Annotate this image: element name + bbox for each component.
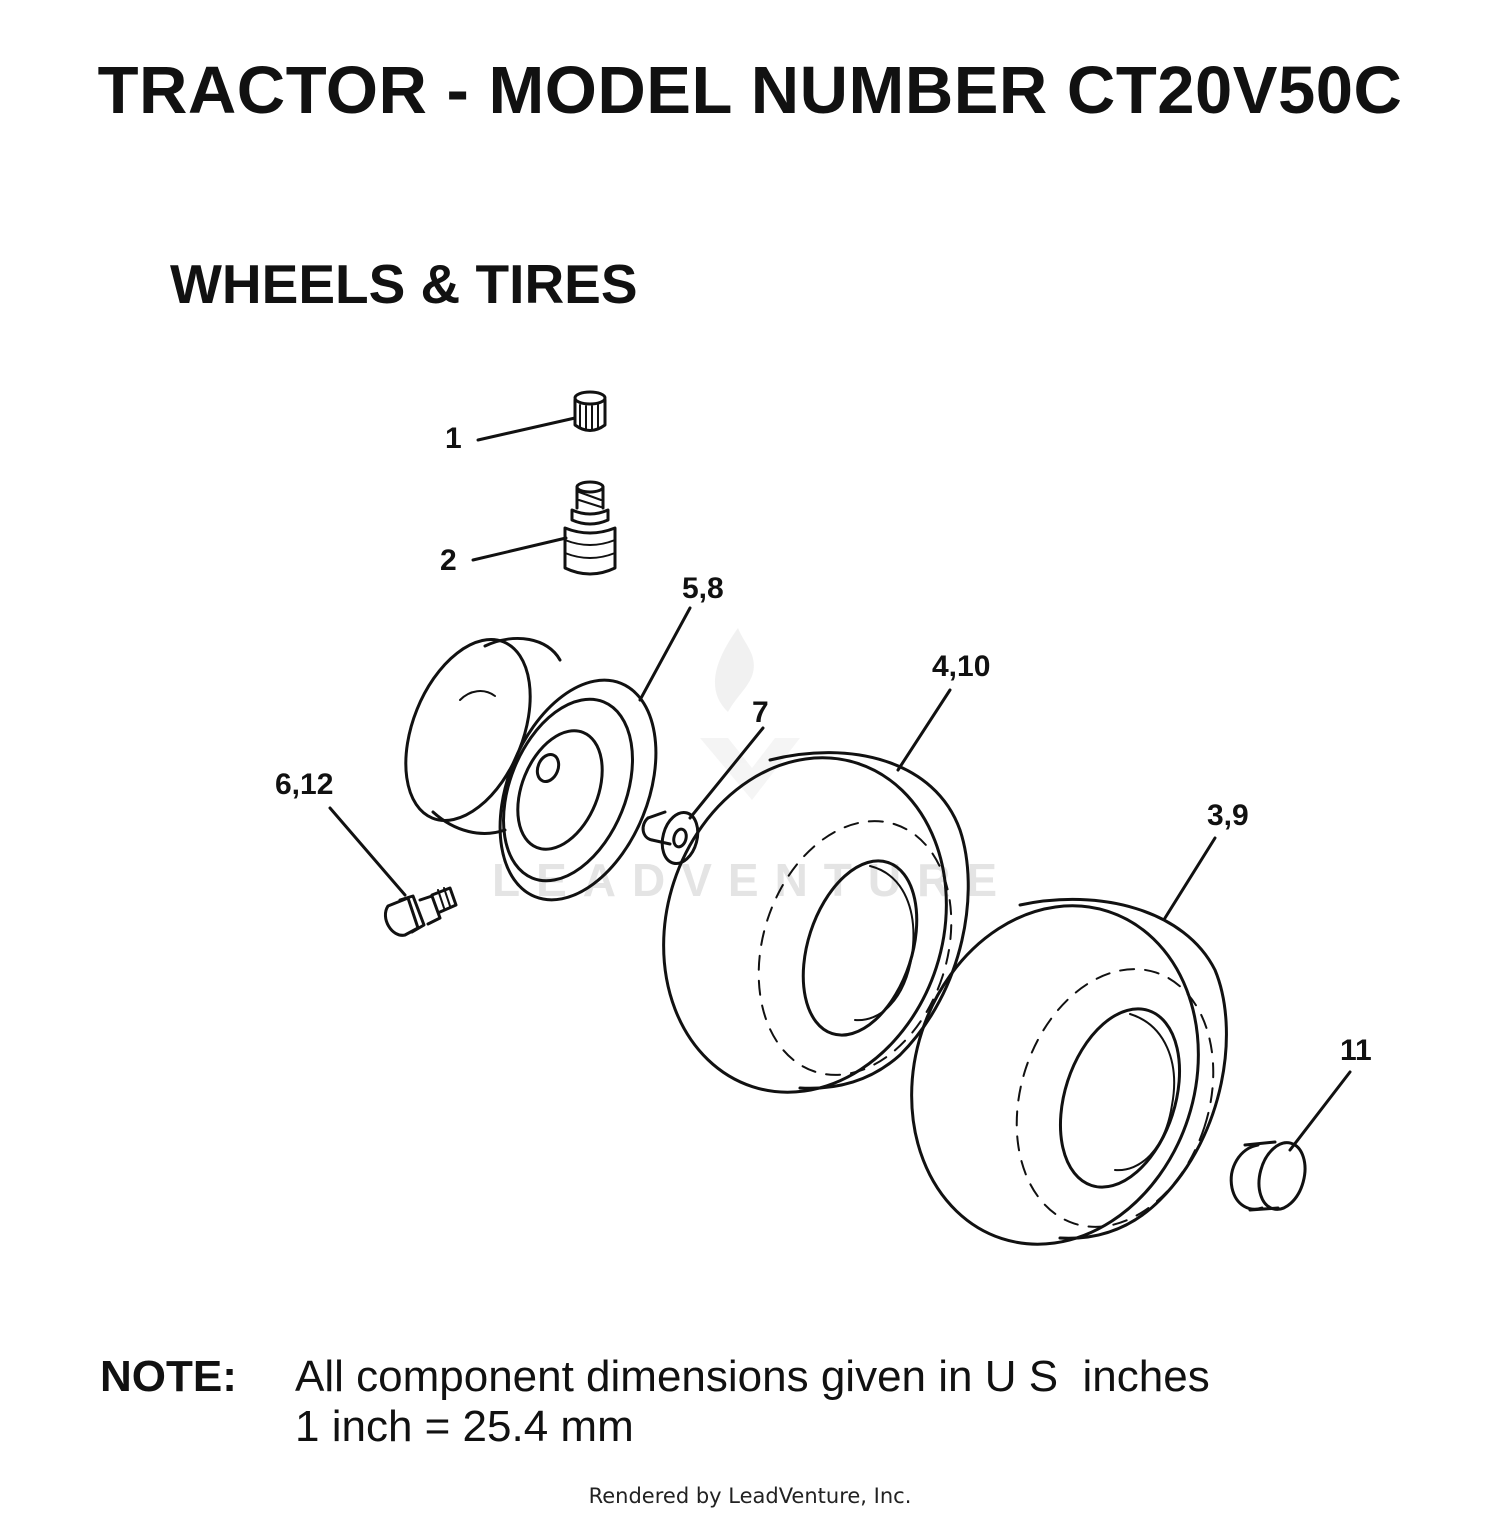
- valve-cap-part: [573, 390, 607, 432]
- page-title: TRACTOR - MODEL NUMBER CT20V50C: [97, 53, 1403, 128]
- leader-line-11: [1288, 1070, 1352, 1152]
- bushing-part: [641, 810, 700, 865]
- note-line-2: 1 inch = 25.4 mm: [295, 1402, 634, 1451]
- leader-line-3-9: [1163, 836, 1217, 920]
- note-text: All component dimensions given in U S in…: [295, 1352, 1210, 1452]
- callout-2: 2: [440, 544, 457, 577]
- hub-cap-part: [1229, 1140, 1307, 1212]
- leader-line-1: [476, 416, 577, 442]
- leader-line-4-10: [896, 688, 952, 772]
- tire-3-9-part: [910, 898, 1228, 1246]
- callout-3-9: 3,9: [1207, 799, 1249, 832]
- section-title: WHEELS & TIRES: [170, 253, 638, 315]
- valve-stem-part: [563, 480, 617, 576]
- footer-credit: Rendered by LeadVenture, Inc.: [588, 1484, 912, 1508]
- callout-6-12: 6,12: [275, 768, 333, 801]
- callout-11: 11: [1340, 1034, 1372, 1067]
- bolt-part: [383, 886, 458, 937]
- tire-4-10-part: [662, 751, 970, 1094]
- leader-line-6-12: [328, 806, 407, 897]
- watermark-text: LEADVENTURE: [492, 854, 1013, 906]
- callout-7: 7: [752, 696, 769, 729]
- callout-5-8: 5,8: [682, 572, 724, 605]
- callout-4-10: 4,10: [932, 650, 990, 683]
- leader-line-2: [471, 536, 568, 562]
- leader-line-7: [688, 726, 765, 820]
- callout-1: 1: [445, 422, 462, 455]
- wheel-rim-part: [404, 637, 658, 902]
- note-line-1: All component dimensions given in U S in…: [295, 1352, 1210, 1401]
- watermark-logo: [700, 628, 800, 800]
- leader-line-5-8: [638, 606, 692, 702]
- note-label: NOTE:: [100, 1352, 237, 1401]
